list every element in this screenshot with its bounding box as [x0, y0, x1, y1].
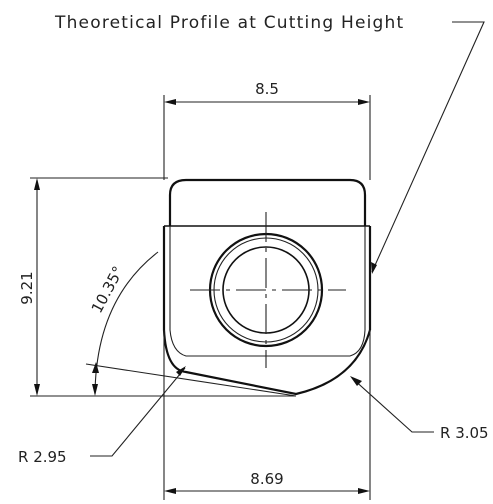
radius-left-leader [90, 367, 186, 457]
callout-leader-arrow [371, 262, 377, 274]
radius-label-left: R 2.95 [18, 448, 67, 466]
angle-arrow-bottom [92, 384, 98, 396]
dimension-arrow-top-right [358, 99, 370, 105]
radius-right-arrow [350, 376, 362, 386]
profile-bottom-outline [162, 329, 372, 396]
dimension-label-top-width: 8.5 [255, 80, 279, 98]
radius-right-leader [351, 377, 434, 433]
dimension-arrow-top-left [164, 99, 176, 105]
dimension-label-height: 9.21 [18, 271, 36, 304]
radius-label-right: R 3.05 [440, 424, 489, 442]
radius-left-arrow [176, 366, 186, 376]
angle-arrow-top [92, 362, 99, 373]
dimension-arrow-height-bottom [34, 384, 40, 396]
dimension-label-bottom-width: 8.69 [250, 470, 283, 488]
callout-title: Theoretical Profile at Cutting Height [54, 13, 404, 33]
dimension-arrow-bottom-right [358, 488, 370, 494]
dimension-arrow-bottom-left [164, 488, 176, 494]
angle-reference-line [85, 363, 297, 397]
dimension-label-angle: 10.35° [88, 263, 128, 316]
profile-upper-outline [168, 178, 367, 226]
angle-arc [94, 251, 159, 395]
callout-leader-line [371, 21, 485, 273]
dimension-arrow-height-top [34, 178, 40, 190]
theoretical-profile-line [169, 329, 366, 357]
